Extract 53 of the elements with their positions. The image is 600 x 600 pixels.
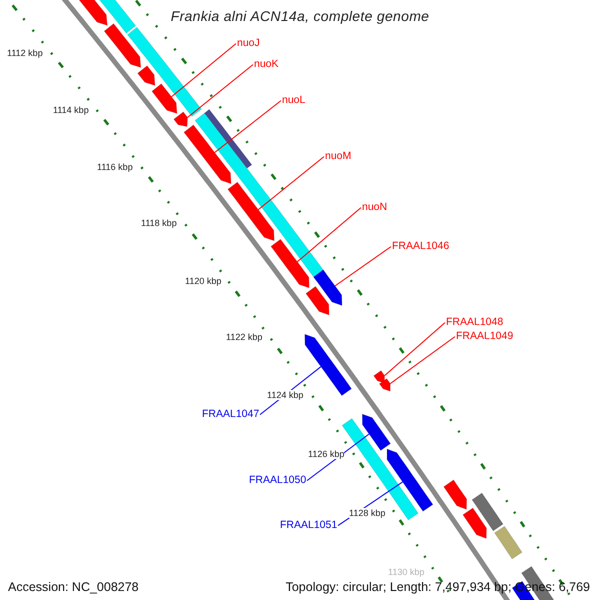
gene-feature [378,378,391,392]
leader-line [306,434,370,482]
gene-feature [173,111,188,127]
gene-feature [98,0,136,34]
scale-label: 1126 kbp [308,449,344,459]
scale-label: 1122 kbp [226,332,262,342]
scale-label: 1114 kbp [53,105,89,115]
gene-label: FRAAL1047 [202,408,260,420]
scale-label: 1124 kbp [267,390,304,400]
gene-feature [151,83,178,114]
genome-stats: Topology: circular; Length: 7,497,934 bp; Genes: 6,769 [286,580,590,594]
gene-label: nuoN [362,201,388,213]
gene-feature [472,492,504,532]
map-title: Frankia alni ACN14a, complete genome [170,8,430,24]
gene-label: nuoK [254,58,279,70]
scale-label: 1128 kbp [349,508,386,518]
gene-label: FRAAL1046 [392,240,450,252]
leader-line [214,100,282,153]
gene-feature [304,334,352,396]
scale-label: 1118 kbp [141,218,177,228]
gene-feature [305,286,330,316]
gene-feature [362,414,391,451]
gene-feature [183,124,232,184]
scale-label: 1130 kbp [388,567,424,577]
gene-feature [386,448,434,512]
gene-feature [104,23,142,68]
accession-text: Accession: NC_008278 [8,580,139,594]
gene-label: FRAAL1051 [280,519,338,531]
leader-line [258,156,324,210]
gene-label: nuoL [282,94,306,106]
leader-line [390,336,456,384]
scale-label: 1116 kbp [97,162,133,172]
gene-feature [137,65,156,86]
gene-label: nuoJ [237,37,260,49]
gene-label: FRAAL1049 [456,330,514,342]
gene-feature [443,479,467,510]
leader-line [187,64,254,118]
leader-line [296,207,362,262]
leader-line [384,322,446,376]
gene-feature [373,370,385,384]
gene-feature [270,238,310,288]
gene-label: FRAAL1048 [446,316,504,328]
gene-feature [313,269,342,306]
gene-label: nuoM [325,150,352,162]
scale-label: 1120 kbp [185,276,222,286]
gene-feature [494,526,523,560]
gene-feature [204,108,252,169]
gene-feature [227,182,275,242]
gene-label: FRAAL1050 [249,474,306,486]
scale-label: 1112 kbp [7,48,43,58]
gene-feature [127,26,202,117]
gene-feature [462,508,487,539]
leader-line [171,43,236,98]
